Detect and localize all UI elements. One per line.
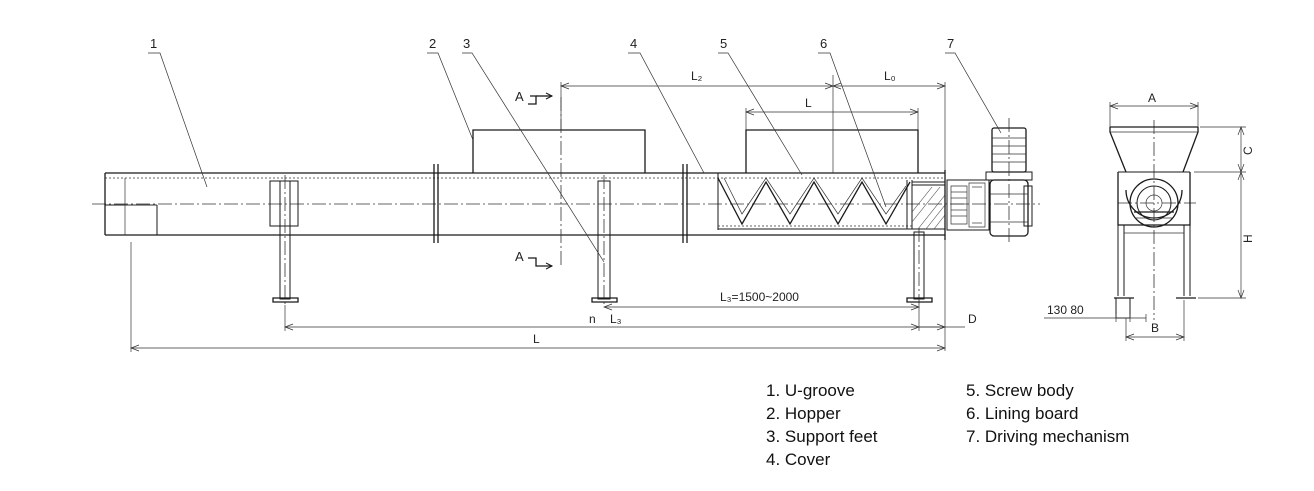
hopper [473, 130, 645, 173]
support-foot-3 [907, 228, 932, 305]
callout-4: 4 [630, 36, 637, 51]
bearing-housing [947, 180, 989, 230]
dim-l-total-label: L [533, 332, 540, 346]
front-elevation-view: A A 1 2 3 4 5 6 7 [92, 36, 1040, 352]
callout-2: 2 [429, 36, 436, 51]
screw-body [718, 173, 945, 230]
dim-l3-label: L₃ [610, 312, 622, 326]
dim-d-label: D [968, 312, 977, 326]
legend-item-screw-body: 5. Screw body [966, 381, 1074, 400]
legend-item-u-groove: 1. U-groove [766, 381, 855, 400]
support-foot-1 [270, 175, 298, 305]
support-foot-2 [592, 175, 617, 305]
legend-item-cover: 4. Cover [766, 450, 831, 469]
legend-left-column: 1. U-groove 2. Hopper 3. Support feet 4.… [766, 379, 878, 471]
lining-board [912, 170, 945, 240]
side-hopper [1110, 127, 1198, 172]
cover-hopper [746, 130, 918, 173]
side-dim-c: C [1194, 127, 1255, 172]
dimension-l3-range: L₃=1500~2000 [604, 290, 919, 310]
section-marker: A A [515, 89, 561, 269]
side-dim-130-80: 130 80 [1044, 303, 1146, 322]
side-dim-a: A [1110, 91, 1198, 127]
callout-3: 3 [463, 36, 470, 51]
section-a-top-label: A [515, 89, 524, 104]
side-dim-h: H [1198, 172, 1255, 298]
driving-mechanism [986, 118, 1032, 245]
dimension-l2-l0: L₂ L₀ [561, 69, 945, 173]
flange-joint-1 [434, 164, 438, 243]
legend-item-hopper: 2. Hopper [766, 404, 841, 423]
side-trough [1118, 172, 1190, 227]
side-dim-b-label: B [1151, 321, 1159, 335]
u-groove-trough [105, 173, 945, 235]
dim-l-hopper-label: L [805, 96, 812, 110]
side-dim-a-label: A [1148, 91, 1156, 105]
callout-7: 7 [947, 36, 954, 51]
side-dim-b: B [1126, 300, 1184, 341]
legend-item-support-feet: 3. Support feet [766, 427, 878, 446]
side-dim-h-label: H [1241, 234, 1255, 243]
callout-1: 1 [150, 36, 157, 51]
section-a-bottom-label: A [515, 249, 524, 264]
dimension-n-l3: n L₃ [285, 305, 945, 331]
legend-item-lining-board: 6. Lining board [966, 404, 1079, 423]
callout-leaders: 1 2 3 4 5 6 7 [148, 36, 1001, 262]
callout-6: 6 [820, 36, 827, 51]
side-section-view: A C H 130 80 [1044, 91, 1255, 341]
dim-l0-label: L₀ [884, 69, 896, 83]
callout-5: 5 [720, 36, 727, 51]
legend-item-driving-mechanism: 7. Driving mechanism [966, 427, 1130, 446]
dimension-l-total: L [131, 242, 945, 352]
flange-joint-2 [683, 164, 687, 243]
legend-right-column: 5. Screw body 6. Lining board 7. Driving… [966, 379, 1129, 448]
dim-l2-label: L₂ [691, 69, 703, 83]
side-dim-130-80-label: 130 80 [1047, 303, 1084, 317]
dimension-d: D [919, 240, 977, 351]
dimension-l-hopper: L [746, 96, 918, 130]
side-dim-c-label: C [1241, 146, 1255, 155]
dim-n-label: n [589, 312, 596, 326]
dim-l3-range-label: L₃=1500~2000 [720, 290, 799, 304]
